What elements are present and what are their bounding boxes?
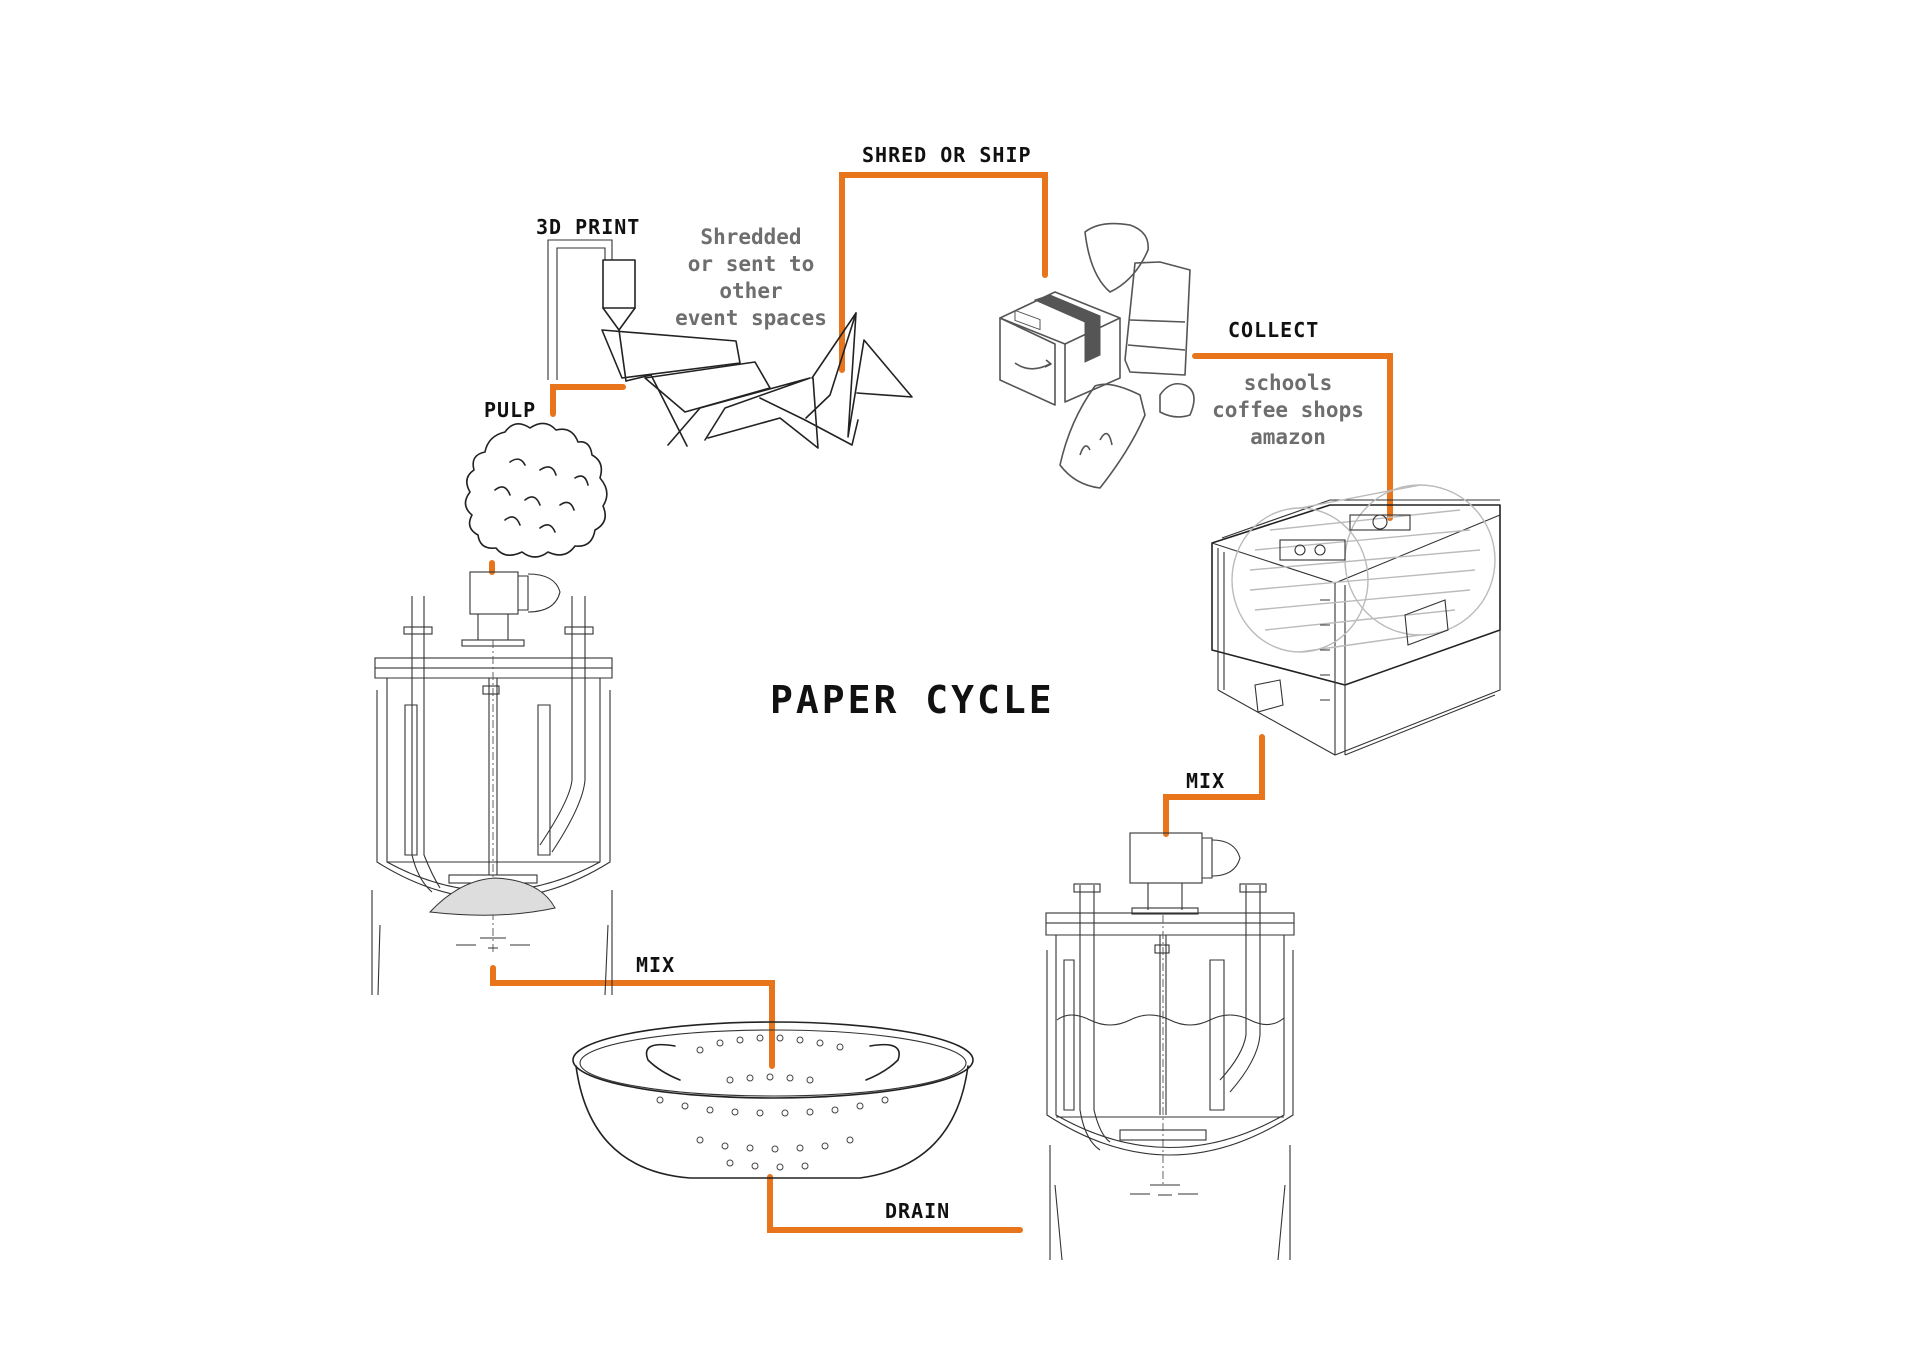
- paper-sculpture-icon: [601, 312, 913, 449]
- colander-holes: [656, 1034, 889, 1171]
- connector-shred-to-box: [839, 172, 1048, 373]
- connector-collect-to-container: [1192, 353, 1393, 521]
- note-line: event spaces: [675, 306, 827, 330]
- note-line: Shredded: [700, 225, 801, 249]
- paper-waste-icon: [1059, 222, 1195, 489]
- connector-container-to-mix: [1163, 734, 1265, 837]
- connector-drain: [767, 1174, 1023, 1233]
- source-item: coffee shops: [1212, 398, 1364, 422]
- collect-sources: schools coffee shops amazon: [1212, 371, 1364, 449]
- label-mix-strainer: MIX: [636, 953, 675, 977]
- connectors: [489, 172, 1393, 1233]
- printer-nozzle-icon: [547, 239, 636, 380]
- label-mix-tank: MIX: [1186, 769, 1225, 793]
- tank-container-icon: [1211, 484, 1501, 756]
- note-line: or sent to: [688, 252, 814, 276]
- label-shred-or-ship: SHRED OR SHIP: [862, 143, 1032, 167]
- mixing-tank-pulp-icon: [371, 571, 613, 996]
- label-collect: COLLECT: [1228, 318, 1319, 342]
- mixing-tank-water-icon: [1045, 832, 1295, 1261]
- diagram-title: PAPER CYCLE: [770, 678, 1055, 722]
- label-3d-print: 3D PRINT: [536, 215, 640, 239]
- connector-mix-to-strainer: [490, 965, 775, 1069]
- shredded-note: Shredded or sent to other event spaces: [675, 225, 827, 330]
- colander-icon: [572, 1021, 974, 1179]
- note-line: other: [719, 279, 782, 303]
- source-item: schools: [1244, 371, 1333, 395]
- connector-pulp-to-print: [550, 384, 626, 417]
- source-item: amazon: [1250, 425, 1326, 449]
- pulp-cloud-icon: [464, 422, 608, 558]
- label-pulp: PULP: [484, 398, 536, 422]
- label-drain: DRAIN: [885, 1199, 950, 1223]
- shipping-box-icon: [999, 291, 1121, 406]
